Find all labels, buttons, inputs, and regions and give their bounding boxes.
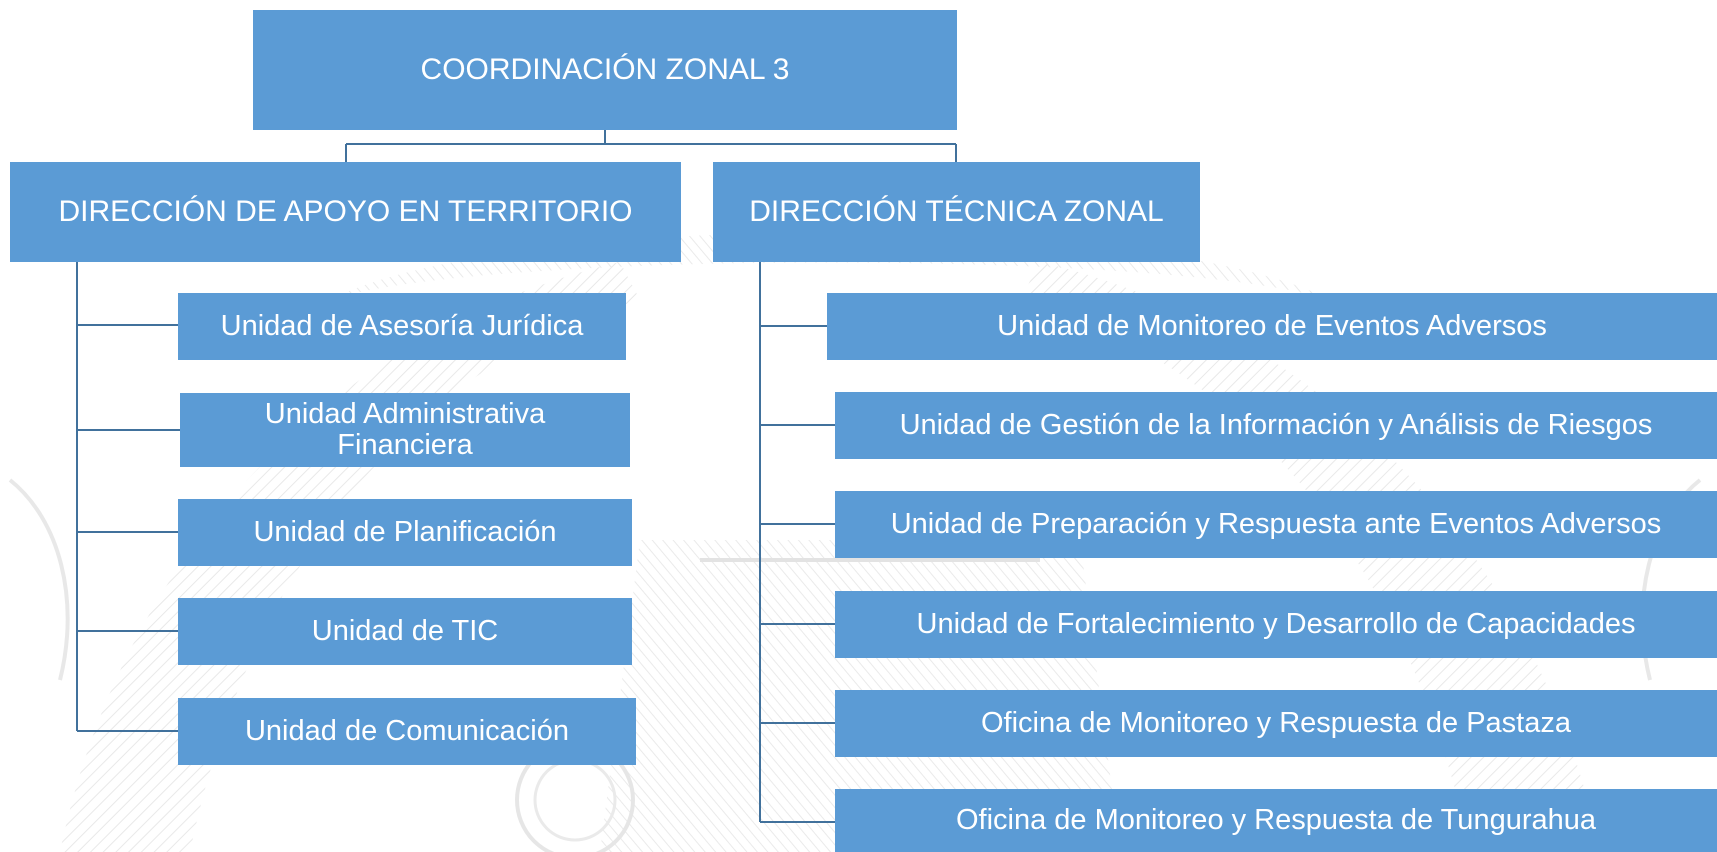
unit-box: Unidad de TIC <box>178 598 632 665</box>
unit-label: Unidad de Monitoreo de Eventos Adversos <box>997 309 1547 342</box>
unit-box: Unidad de Preparación y Respuesta ante E… <box>835 491 1717 558</box>
unit-box: Unidad Administrativa Financiera <box>180 393 630 467</box>
direction-box-tecnica: DIRECCIÓN TÉCNICA ZONAL <box>713 162 1200 262</box>
direction-label: DIRECCIÓN DE APOYO EN TERRITORIO <box>58 194 633 228</box>
unit-label: Oficina de Monitoreo y Respuesta de Past… <box>981 706 1571 739</box>
unit-label: Unidad Administrativa Financiera <box>264 397 546 461</box>
root-box: COORDINACIÓN ZONAL 3 <box>253 10 957 130</box>
unit-box: Unidad de Comunicación <box>178 698 636 765</box>
direction-box-apoyo: DIRECCIÓN DE APOYO EN TERRITORIO <box>10 162 681 262</box>
unit-box: Unidad de Planificación <box>178 499 632 566</box>
unit-box: Unidad de Monitoreo de Eventos Adversos <box>827 293 1717 360</box>
unit-box: Unidad de Gestión de la Información y An… <box>835 392 1717 459</box>
direction-label: DIRECCIÓN TÉCNICA ZONAL <box>749 194 1164 228</box>
unit-label: Unidad de Asesoría Jurídica <box>220 309 584 342</box>
unit-label: Unidad de Comunicación <box>244 714 570 747</box>
unit-box: Unidad de Asesoría Jurídica <box>178 293 626 360</box>
unit-label: Unidad de Preparación y Respuesta ante E… <box>890 507 1662 540</box>
unit-box: Oficina de Monitoreo y Respuesta de Tung… <box>835 789 1717 852</box>
root-label: COORDINACIÓN ZONAL 3 <box>420 52 790 86</box>
unit-label: Unidad de Fortalecimiento y Desarrollo d… <box>916 607 1636 640</box>
unit-label: Oficina de Monitoreo y Respuesta de Tung… <box>955 803 1596 836</box>
unit-label: Unidad de TIC <box>311 614 499 647</box>
unit-box: Unidad de Fortalecimiento y Desarrollo d… <box>835 591 1717 658</box>
unit-box: Oficina de Monitoreo y Respuesta de Past… <box>835 690 1717 757</box>
unit-label: Unidad de Planificación <box>253 515 557 548</box>
unit-label: Unidad de Gestión de la Información y An… <box>899 408 1653 441</box>
